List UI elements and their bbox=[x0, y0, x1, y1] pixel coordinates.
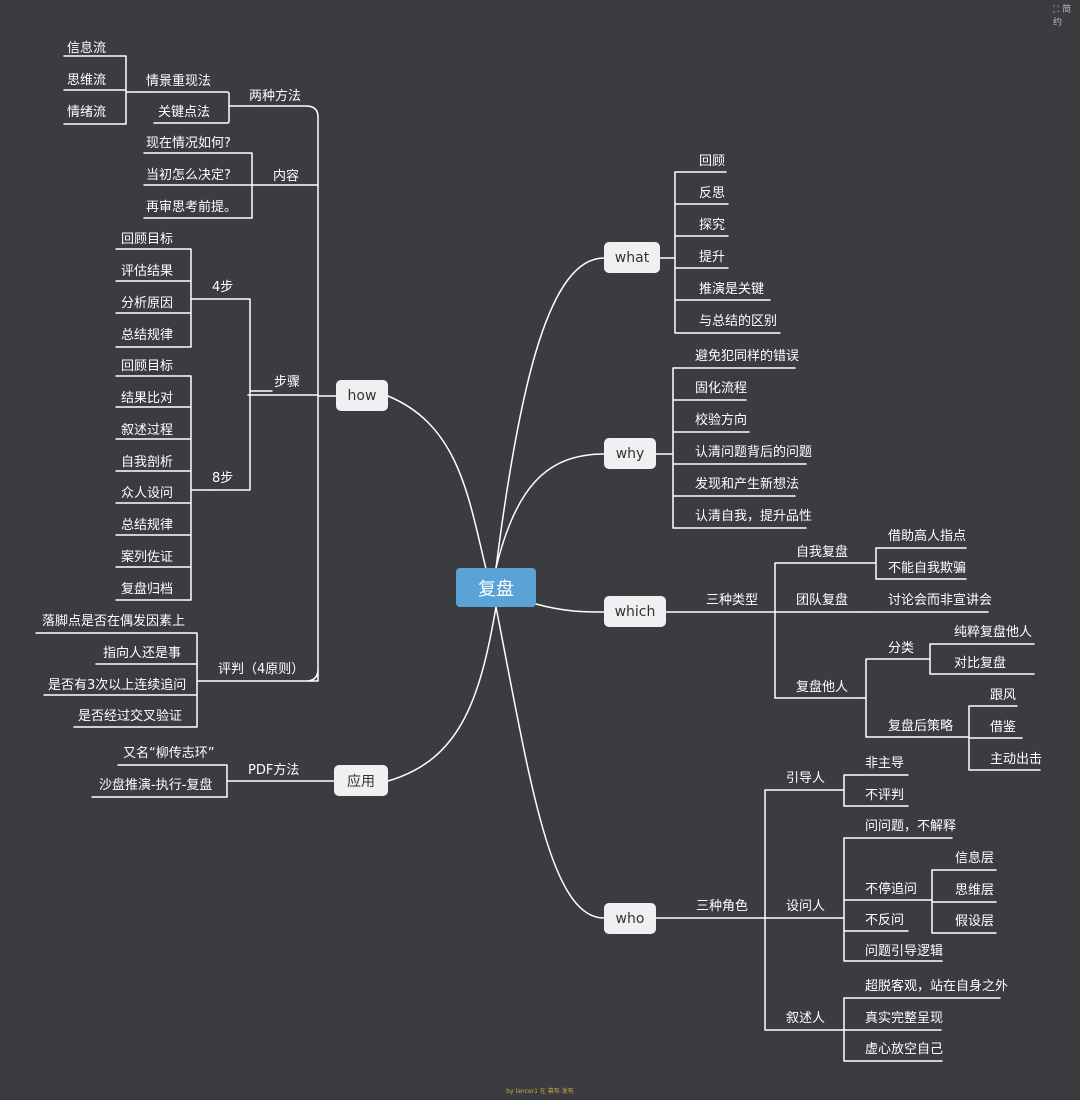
node-judge-1[interactable]: 落脚点是否在偶发因素上 bbox=[42, 614, 186, 629]
node-layer-3[interactable]: 假设层 bbox=[955, 914, 995, 929]
node-strategy-2[interactable]: 借鉴 bbox=[990, 720, 1017, 735]
branch-who[interactable]: who bbox=[604, 903, 656, 934]
node-pdf-method[interactable]: PDF方法 bbox=[248, 763, 300, 778]
node-why-4[interactable]: 认清问题背后的问题 bbox=[695, 445, 813, 460]
node-what-5[interactable]: 推演是关键 bbox=[699, 282, 765, 297]
node-narrator-1[interactable]: 超脱客观，站在自身之外 bbox=[865, 979, 1009, 994]
node-guide-2[interactable]: 不评判 bbox=[865, 788, 905, 803]
node-eight-1[interactable]: 回顾目标 bbox=[121, 359, 174, 374]
node-what-2[interactable]: 反思 bbox=[699, 186, 726, 201]
node-eight-3[interactable]: 叙述过程 bbox=[121, 423, 174, 438]
node-pdf-1[interactable]: 又名“柳传志环” bbox=[123, 746, 215, 761]
branch-what[interactable]: what bbox=[604, 242, 660, 273]
node-content[interactable]: 内容 bbox=[273, 169, 300, 184]
node-thinking-flow[interactable]: 思维流 bbox=[67, 73, 107, 88]
node-why-1[interactable]: 避免犯同样的错误 bbox=[695, 349, 800, 364]
node-others-review[interactable]: 复盘他人 bbox=[796, 680, 849, 695]
node-steps[interactable]: 步骤 bbox=[274, 375, 301, 390]
node-narrator[interactable]: 叙述人 bbox=[786, 1011, 826, 1026]
node-four-4[interactable]: 总结规律 bbox=[121, 328, 174, 343]
node-why-2[interactable]: 固化流程 bbox=[695, 381, 748, 396]
node-asker[interactable]: 设问人 bbox=[786, 899, 826, 914]
node-what-1[interactable]: 回顾 bbox=[699, 154, 726, 169]
node-emotion-flow[interactable]: 情绪流 bbox=[67, 105, 107, 120]
node-two-methods[interactable]: 两种方法 bbox=[249, 89, 302, 104]
node-guide-1[interactable]: 非主导 bbox=[865, 756, 905, 771]
node-classify-1[interactable]: 纯粹复盘他人 bbox=[954, 625, 1033, 640]
node-guide[interactable]: 引导人 bbox=[786, 771, 826, 786]
node-classify-2[interactable]: 对比复盘 bbox=[954, 656, 1007, 671]
node-self-1[interactable]: 借助高人指点 bbox=[888, 529, 967, 544]
node-what-6[interactable]: 与总结的区别 bbox=[699, 314, 778, 329]
node-why-6[interactable]: 认清自我，提升品性 bbox=[695, 509, 813, 524]
node-keep-asking[interactable]: 不停追问 bbox=[865, 882, 918, 897]
node-asker-1[interactable]: 问问题，不解释 bbox=[865, 819, 957, 834]
node-narrator-3[interactable]: 虚心放空自己 bbox=[865, 1042, 944, 1057]
node-judge[interactable]: 评判（4原则） bbox=[218, 662, 305, 677]
node-layer-1[interactable]: 信息层 bbox=[955, 851, 995, 866]
fullscreen-icon[interactable]: ⛶ 简约 bbox=[1053, 5, 1072, 28]
node-eight-8[interactable]: 复盘归档 bbox=[121, 582, 174, 597]
node-what-4[interactable]: 提升 bbox=[699, 250, 726, 265]
node-eight-2[interactable]: 结果比对 bbox=[121, 391, 174, 406]
node-team-review[interactable]: 团队复盘 bbox=[796, 593, 849, 608]
node-classify[interactable]: 分类 bbox=[888, 641, 915, 656]
node-content-2[interactable]: 当初怎么决定? bbox=[146, 168, 231, 183]
node-four-steps[interactable]: 4步 bbox=[212, 280, 234, 295]
node-no-counter[interactable]: 不反问 bbox=[865, 913, 905, 928]
branch-why[interactable]: why bbox=[604, 438, 656, 469]
node-self-review[interactable]: 自我复盘 bbox=[796, 545, 849, 560]
node-eight-7[interactable]: 案列佐证 bbox=[121, 550, 174, 565]
node-what-3[interactable]: 探究 bbox=[699, 218, 726, 233]
node-layer-2[interactable]: 思维层 bbox=[955, 883, 995, 898]
node-keypoint-method[interactable]: 关键点法 bbox=[158, 105, 211, 120]
node-pdf-2[interactable]: 沙盘推演-执行-复盘 bbox=[99, 778, 213, 793]
node-eight-5[interactable]: 众人设问 bbox=[121, 486, 174, 501]
branch-apply[interactable]: 应用 bbox=[334, 765, 388, 796]
node-narrator-2[interactable]: 真实完整呈现 bbox=[865, 1011, 944, 1026]
node-content-1[interactable]: 现在情况如何? bbox=[146, 136, 231, 151]
node-three-types[interactable]: 三种类型 bbox=[706, 593, 759, 608]
node-strategy-3[interactable]: 主动出击 bbox=[990, 752, 1043, 767]
node-four-2[interactable]: 评估结果 bbox=[121, 264, 174, 279]
node-scene-method[interactable]: 情景重现法 bbox=[146, 74, 212, 89]
node-info-flow[interactable]: 信息流 bbox=[67, 41, 107, 56]
node-team-1[interactable]: 讨论会而非宣讲会 bbox=[888, 593, 993, 608]
root-node[interactable]: 复盘 bbox=[456, 568, 536, 607]
node-four-3[interactable]: 分析原因 bbox=[121, 296, 174, 311]
node-why-3[interactable]: 校验方向 bbox=[695, 413, 748, 428]
branch-which[interactable]: which bbox=[604, 596, 666, 627]
node-logic[interactable]: 问题引导逻辑 bbox=[865, 944, 944, 959]
node-strategy[interactable]: 复盘后策略 bbox=[888, 719, 954, 734]
node-judge-2[interactable]: 指向人还是事 bbox=[103, 646, 182, 661]
node-strategy-1[interactable]: 跟风 bbox=[990, 688, 1017, 703]
node-eight-steps[interactable]: 8步 bbox=[212, 471, 234, 486]
node-judge-4[interactable]: 是否经过交叉验证 bbox=[78, 709, 183, 724]
node-judge-3[interactable]: 是否有3次以上连续追问 bbox=[48, 678, 187, 693]
node-why-5[interactable]: 发现和产生新想法 bbox=[695, 477, 800, 492]
branch-how[interactable]: how bbox=[336, 380, 388, 411]
node-content-3[interactable]: 再审思考前提。 bbox=[146, 200, 238, 215]
node-eight-4[interactable]: 自我剖析 bbox=[121, 455, 174, 470]
node-eight-6[interactable]: 总结规律 bbox=[121, 518, 174, 533]
footer-credit: by lancer1 在 幕布 发布 bbox=[506, 1088, 574, 1095]
node-four-1[interactable]: 回顾目标 bbox=[121, 232, 174, 247]
node-self-2[interactable]: 不能自我欺骗 bbox=[888, 561, 967, 576]
node-three-roles[interactable]: 三种角色 bbox=[696, 899, 749, 914]
